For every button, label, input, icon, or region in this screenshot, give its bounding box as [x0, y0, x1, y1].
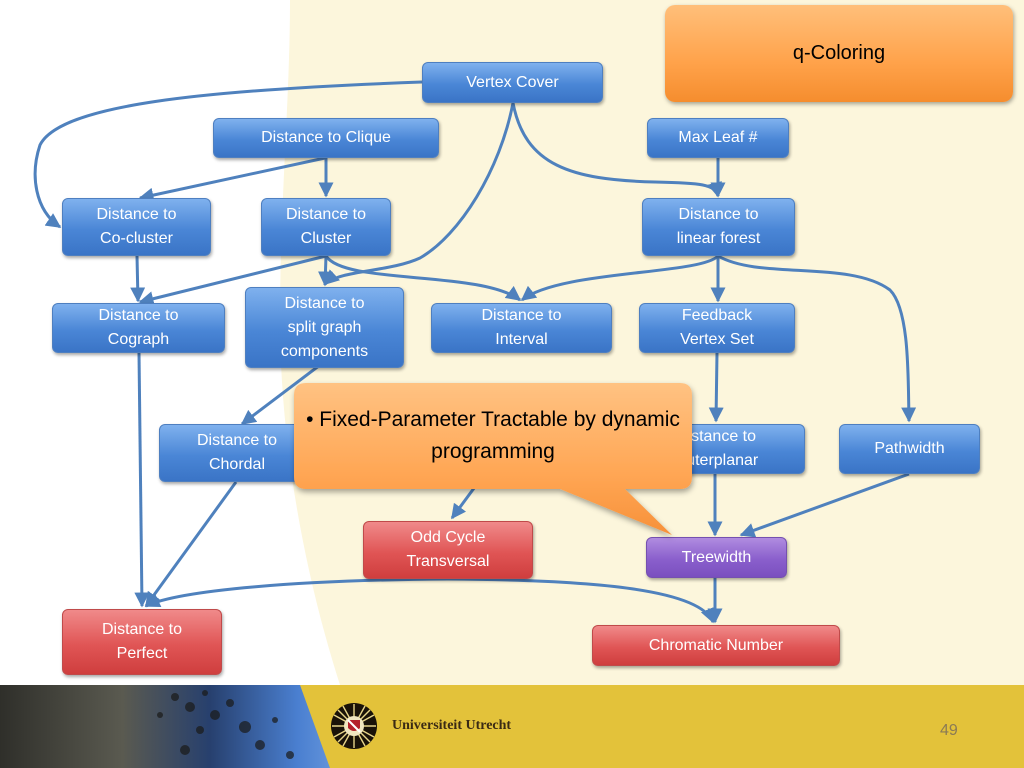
edge-cluster-interval [324, 255, 522, 302]
university-seal-icon [331, 703, 377, 749]
edge-cocluster-cograph [130, 255, 146, 303]
node-pathwidth: Pathwidth [839, 424, 980, 474]
callout-bubble [294, 383, 692, 535]
node-distance-to-linear-forest: Distance to linear forest [642, 198, 795, 256]
edge-chordal-perfect [144, 481, 238, 608]
node-chromatic-number: Chromatic Number [592, 625, 840, 666]
edge-linearforest-interval [520, 254, 720, 302]
university-name: Universiteit Utrecht [392, 718, 512, 733]
footer-bar: Universiteit Utrecht 49 [0, 685, 1024, 768]
node-distance-to-cograph: Distance to Cograph [52, 303, 225, 353]
edge-oct-chromatic [447, 577, 715, 624]
edge-vc-split [323, 102, 515, 286]
edge-fvs-outerplanar [708, 352, 724, 423]
title-q-coloring: q-Coloring [665, 5, 1013, 102]
node-feedback-vertex-set: Feedback Vertex Set [639, 303, 795, 353]
node-vertex-cover: Vertex Cover [422, 62, 603, 103]
node-odd-cycle-transversal: Odd Cycle Transversal [363, 521, 533, 579]
page-number: 49 [940, 722, 958, 739]
node-distance-to-cocluster: Distance to Co-cluster [62, 198, 211, 256]
edge-cluster-cograph [138, 254, 327, 307]
edge-split-chordal [240, 363, 321, 426]
edge-clique-cocluster [138, 156, 326, 203]
node-treewidth: Treewidth [646, 537, 787, 578]
edge-pathwidth-treewidth [739, 472, 910, 538]
edge-oct-perfect [144, 577, 449, 608]
edge-vc-cocluster [33, 80, 423, 229]
edge-linearforest-pathwidth [717, 254, 917, 423]
footer-photo [0, 685, 350, 768]
node-distance-to-clique: Distance to Clique [213, 118, 439, 158]
edge-vc-linearforest [511, 102, 722, 198]
node-max-leaf: Max Leaf # [647, 118, 789, 158]
node-distance-to-split-graph-components: Distance to split graph components [245, 287, 404, 368]
node-distance-to-interval: Distance to Interval [431, 303, 612, 353]
edge-cluster-split [317, 255, 333, 287]
node-distance-to-perfect: Distance to Perfect [62, 609, 222, 675]
callout-text: • Fixed-Parameter Tractable by dynamic p… [306, 408, 680, 463]
edge-cograph-perfect [134, 352, 150, 608]
node-distance-to-cluster: Distance to Cluster [261, 198, 391, 256]
edges-layer [33, 80, 917, 624]
